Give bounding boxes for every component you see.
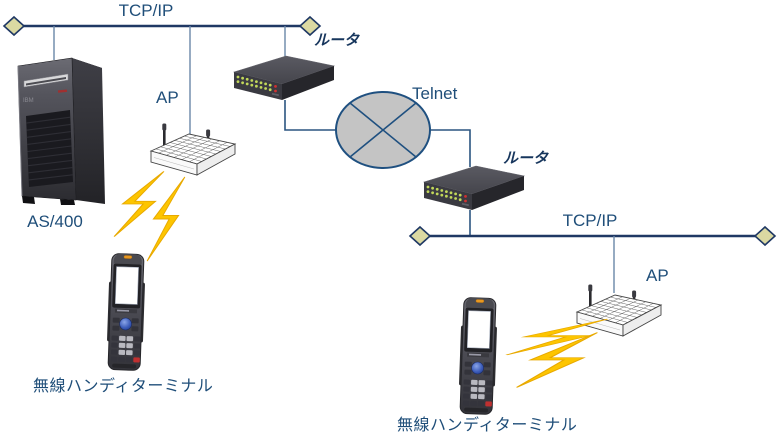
router1-cloud-link: [284, 100, 337, 131]
as400-server-icon: IBM: [17, 57, 105, 205]
router-switch-icon: [422, 165, 526, 210]
handheld-terminal-icon: [107, 253, 145, 371]
terminal-keypad: [110, 335, 141, 363]
terminal-keypad: [462, 379, 493, 407]
access-point-icon: [575, 284, 663, 337]
telnet-label: Telnet: [412, 84, 458, 103]
terminal-label-right: 無線ハンディターミナル: [397, 417, 578, 434]
lightning-bolt-icon: [505, 318, 609, 356]
access-point-icon: [149, 123, 237, 176]
router-leds: [236, 75, 277, 93]
router-label-top: ルータ: [314, 32, 360, 49]
as400-label: AS/400: [27, 212, 83, 231]
terminal-label-left: 無線ハンディターミナル: [33, 378, 214, 395]
lightning-bolt-icon: [146, 176, 186, 262]
bus-endpoint-diamond: [753, 225, 777, 247]
router-leds: [426, 185, 467, 203]
lightning-bolt-icon: [515, 332, 599, 388]
svg-text:IBM: IBM: [23, 98, 34, 104]
ap-label-left: AP: [156, 88, 179, 107]
tcpip-label-top: TCP/IP: [118, 1, 174, 20]
lightning-bolt-icon: [113, 171, 165, 237]
telnet-cloud-icon: [335, 91, 431, 169]
ap-label-right: AP: [646, 266, 669, 285]
router-label-bottom: ルータ: [503, 150, 549, 167]
cloud-router2-link: [429, 129, 471, 167]
handheld-terminal-icon: [459, 297, 497, 415]
bus-endpoint-diamond: [2, 15, 26, 37]
router-switch-icon: [232, 55, 336, 100]
bus-endpoint-diamond: [298, 15, 322, 37]
bus-endpoint-diamond: [408, 225, 432, 247]
tcpip-label-bottom: TCP/IP: [562, 211, 618, 230]
